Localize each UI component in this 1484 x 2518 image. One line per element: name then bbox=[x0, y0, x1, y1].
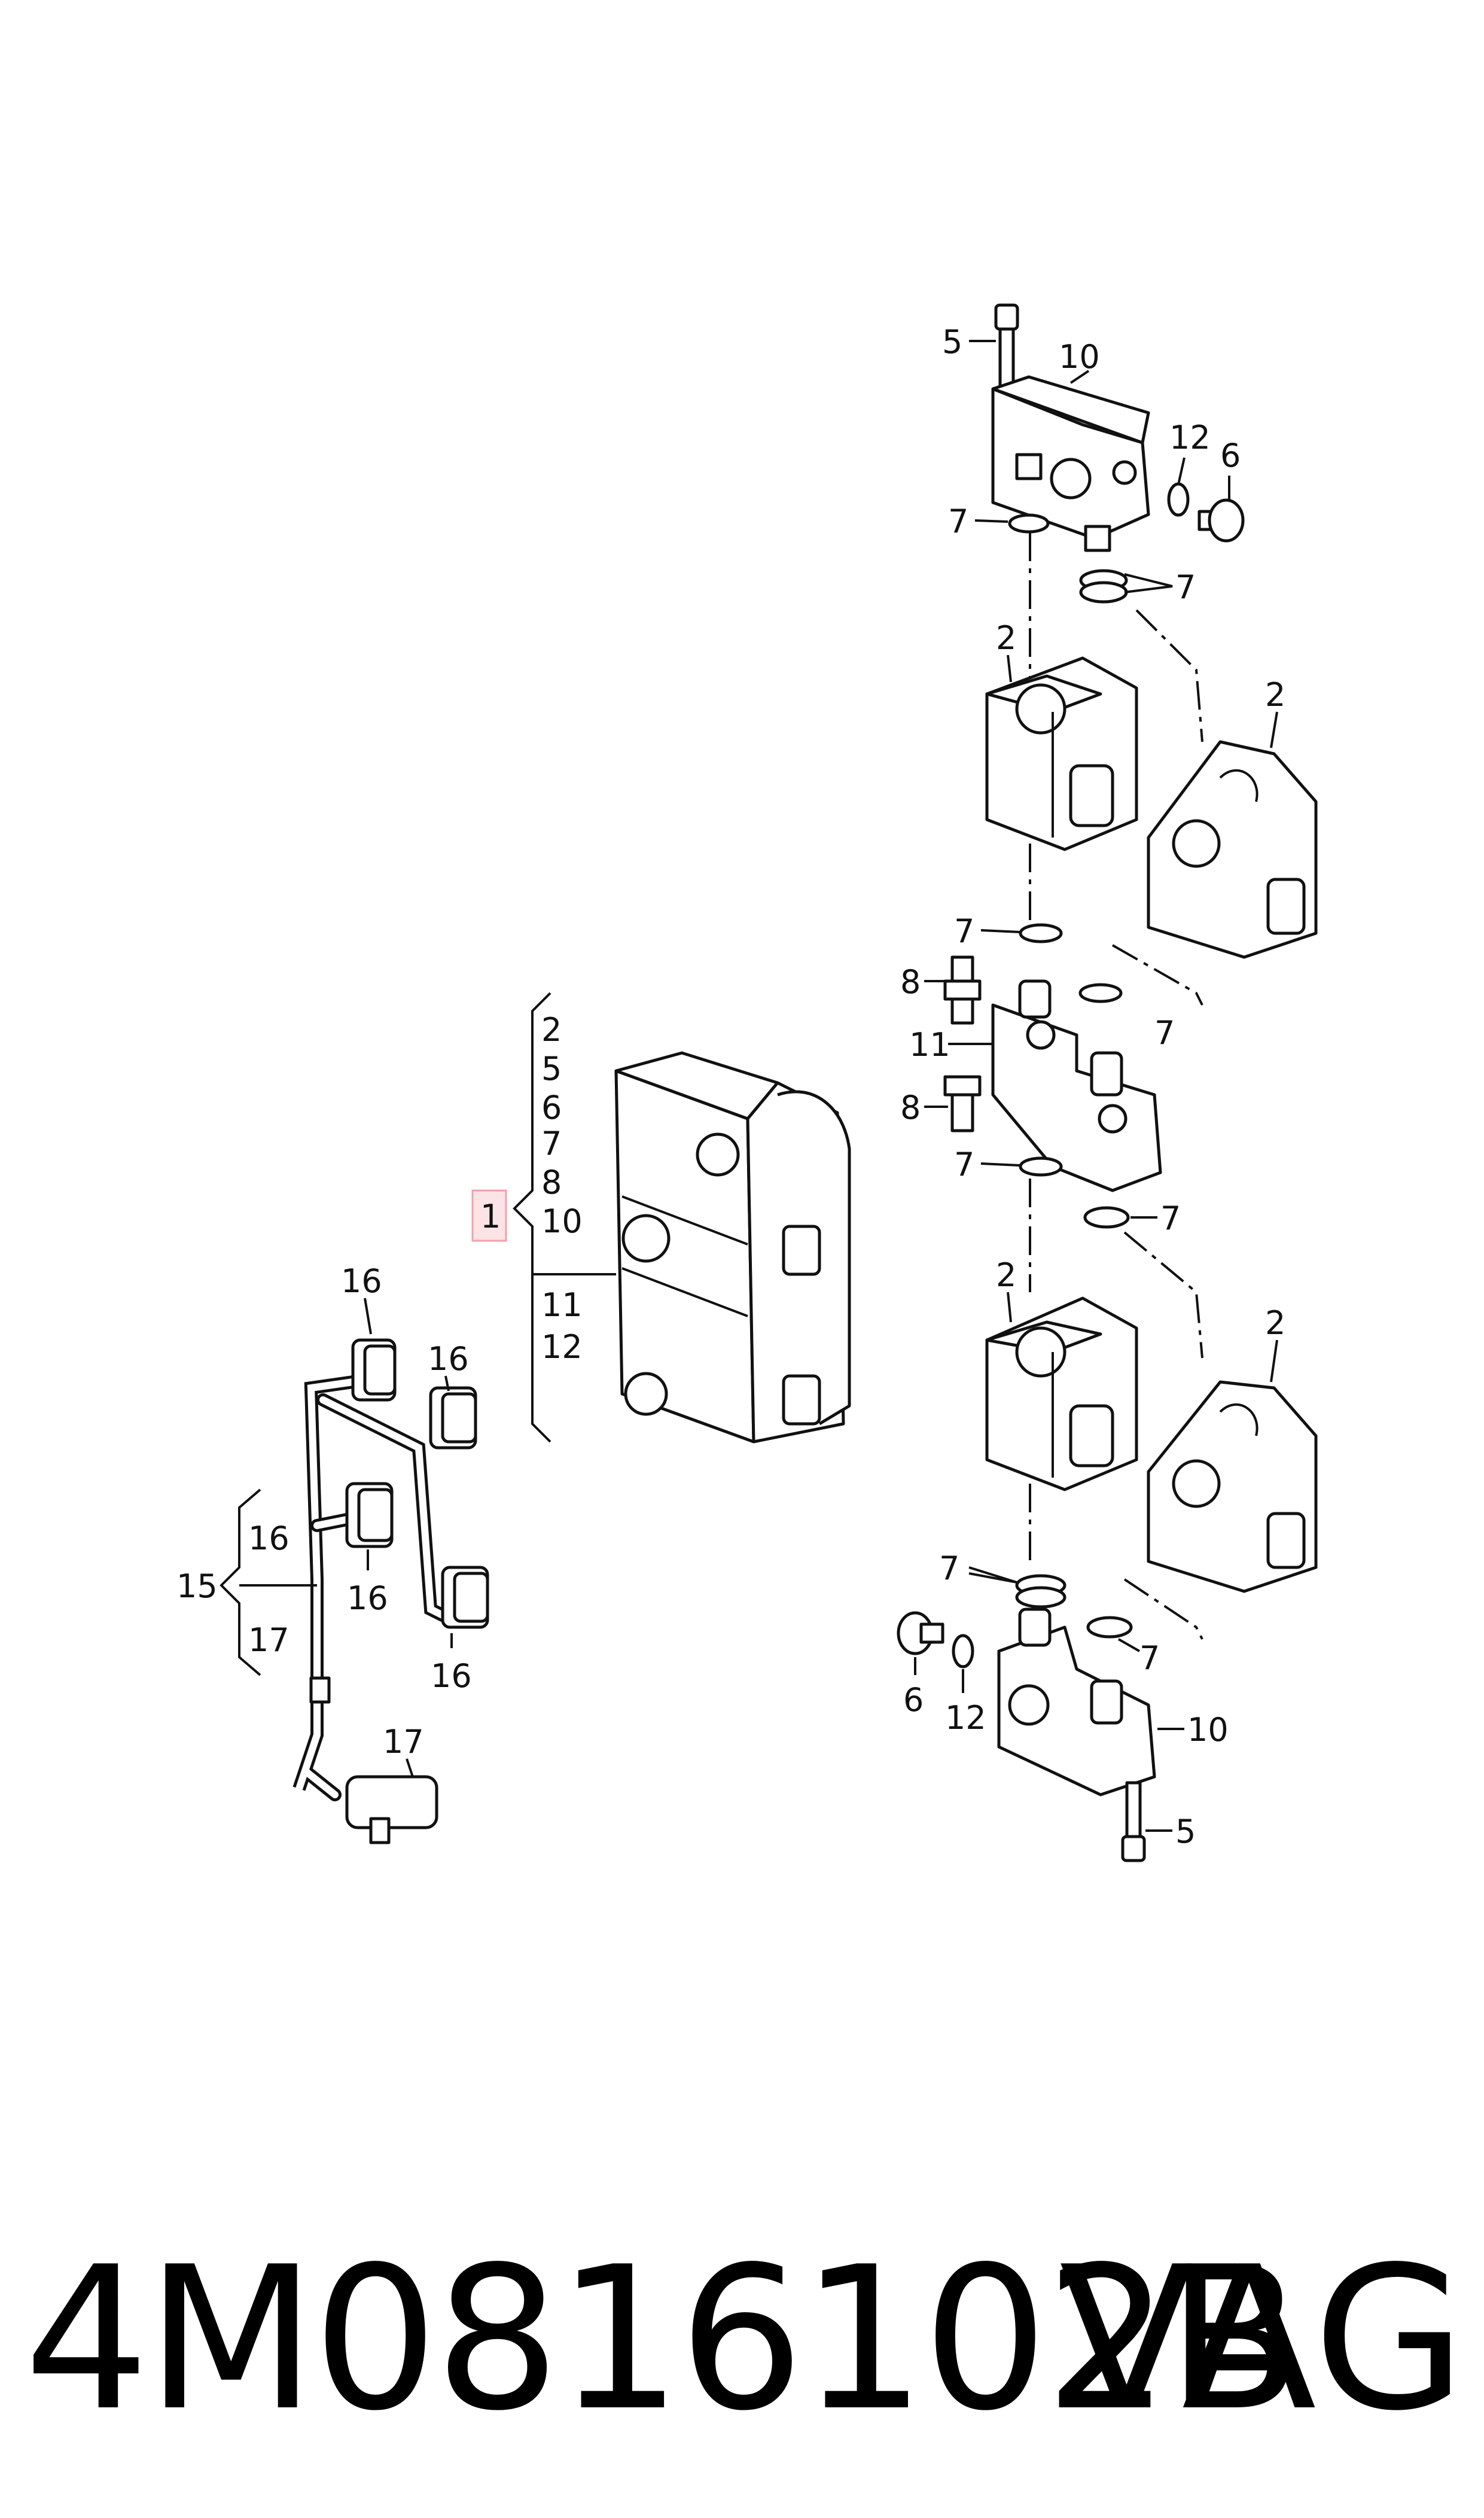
callout-7-g[interactable]: 7 bbox=[939, 1549, 959, 1587]
o-ring bbox=[1019, 923, 1063, 943]
callout-10-top[interactable]: 10 bbox=[1059, 338, 1100, 376]
axis-line bbox=[1135, 609, 1203, 742]
valve-block-assembly bbox=[614, 1051, 851, 1444]
o-ring bbox=[1019, 1156, 1063, 1177]
wiring-harness bbox=[292, 1375, 449, 1801]
callout-11[interactable]: 11 bbox=[909, 1026, 950, 1064]
assembly-list-item[interactable]: 7 bbox=[541, 1125, 562, 1162]
axis-line bbox=[1112, 944, 1203, 1006]
assembly-list-item[interactable]: 8 bbox=[541, 1164, 562, 1201]
callout-6-top[interactable]: 6 bbox=[1220, 437, 1241, 474]
end-cover-top bbox=[991, 375, 1150, 552]
harness-list-item[interactable]: 17 bbox=[248, 1621, 290, 1659]
o-ring bbox=[1015, 1586, 1066, 1609]
callout-16-a[interactable]: 16 bbox=[341, 1262, 382, 1300]
callout-16-d[interactable]: 16 bbox=[431, 1657, 472, 1695]
axis-line bbox=[1123, 1578, 1203, 1640]
footer: 4M0816102B VAG bbox=[0, 2225, 1484, 2453]
callout-2-c[interactable]: 2 bbox=[996, 1256, 1016, 1294]
bolt-bottom bbox=[1121, 1781, 1146, 1862]
callout-7-f[interactable]: 7 bbox=[1160, 1199, 1181, 1237]
assembly-list-item[interactable]: 2 bbox=[541, 1011, 562, 1049]
assembly-list-item[interactable]: 12 bbox=[541, 1328, 583, 1366]
callout-7-c[interactable]: 7 bbox=[954, 912, 974, 950]
solenoid-valve-rear-upper bbox=[1147, 740, 1318, 959]
exploded-parts-diagram: 1 2 5 6 7 8 10 11 12 5 10 12 6 7 bbox=[176, 303, 1318, 1862]
callout-6-bot[interactable]: 6 bbox=[903, 1681, 924, 1719]
o-ring bbox=[1078, 983, 1123, 1003]
brand-name: VAG bbox=[1059, 2224, 1466, 2454]
solenoid-valve-front-upper bbox=[985, 656, 1138, 851]
callout-7-e[interactable]: 7 bbox=[954, 1146, 974, 1183]
callout-17[interactable]: 17 bbox=[383, 1723, 424, 1761]
o-ring bbox=[1086, 1616, 1133, 1639]
bolt-8-upper bbox=[943, 955, 982, 1025]
callout-12-top[interactable]: 12 bbox=[1169, 419, 1211, 456]
o-ring bbox=[1083, 1206, 1130, 1229]
washer-top bbox=[1167, 482, 1190, 517]
end-cover-bottom bbox=[997, 1607, 1156, 1797]
callout-7-a[interactable]: 7 bbox=[948, 503, 968, 540]
assembly-callout-list: 2 5 6 7 8 10 11 12 bbox=[541, 1011, 583, 1366]
bolt-top bbox=[994, 303, 1019, 391]
callout-16-b[interactable]: 16 bbox=[428, 1340, 469, 1378]
bolt-8-lower bbox=[943, 1075, 982, 1132]
callout-16-c[interactable]: 16 bbox=[347, 1579, 388, 1617]
callout-5-bot[interactable]: 5 bbox=[1175, 1813, 1196, 1850]
harness-bracket bbox=[220, 1488, 317, 1676]
assembly-callout-main[interactable]: 1 bbox=[480, 1198, 501, 1235]
part-number: 4M0816102B bbox=[24, 2224, 1302, 2454]
washer-bottom bbox=[952, 1634, 974, 1668]
callout-2-a[interactable]: 2 bbox=[996, 619, 1016, 657]
assembly-callout-highlight[interactable] bbox=[471, 1189, 507, 1242]
solenoid-valve-front-lower bbox=[985, 1296, 1138, 1491]
connector-16 bbox=[441, 1566, 489, 1629]
callout-12-bot[interactable]: 12 bbox=[945, 1699, 986, 1737]
connector-16 bbox=[429, 1386, 477, 1450]
callout-7-h[interactable]: 7 bbox=[1139, 1639, 1160, 1677]
callout-2-b[interactable]: 2 bbox=[1265, 676, 1285, 714]
harness-list-item[interactable]: 16 bbox=[248, 1520, 290, 1557]
callout-7-b[interactable]: 7 bbox=[1175, 568, 1196, 606]
connector-16 bbox=[351, 1338, 397, 1402]
assembly-list-item[interactable]: 6 bbox=[541, 1089, 562, 1126]
assembly-list-item[interactable]: 11 bbox=[541, 1286, 583, 1324]
callout-5-top[interactable]: 5 bbox=[942, 323, 962, 361]
o-ring bbox=[1079, 581, 1128, 604]
solenoid-valve-rear-lower bbox=[1147, 1380, 1318, 1593]
callout-8-b[interactable]: 8 bbox=[900, 1089, 921, 1126]
plug-top bbox=[1197, 498, 1245, 543]
assembly-list-item[interactable]: 10 bbox=[541, 1202, 583, 1240]
callout-7-d[interactable]: 7 bbox=[1154, 1014, 1175, 1052]
harness-callout-main[interactable]: 15 bbox=[176, 1567, 218, 1605]
plug-bottom bbox=[897, 1611, 944, 1655]
connector-17 bbox=[345, 1775, 438, 1844]
connector-16 bbox=[345, 1482, 394, 1548]
callout-2-d[interactable]: 2 bbox=[1265, 1304, 1285, 1342]
callout-10-bot[interactable]: 10 bbox=[1187, 1711, 1229, 1749]
intermediate-plate bbox=[991, 979, 1162, 1192]
callout-8-a[interactable]: 8 bbox=[900, 963, 921, 1001]
o-ring bbox=[1008, 513, 1050, 534]
assembly-list-item[interactable]: 5 bbox=[541, 1050, 562, 1088]
assembly-bracket bbox=[513, 992, 616, 1443]
harness-clip bbox=[309, 1676, 331, 1704]
